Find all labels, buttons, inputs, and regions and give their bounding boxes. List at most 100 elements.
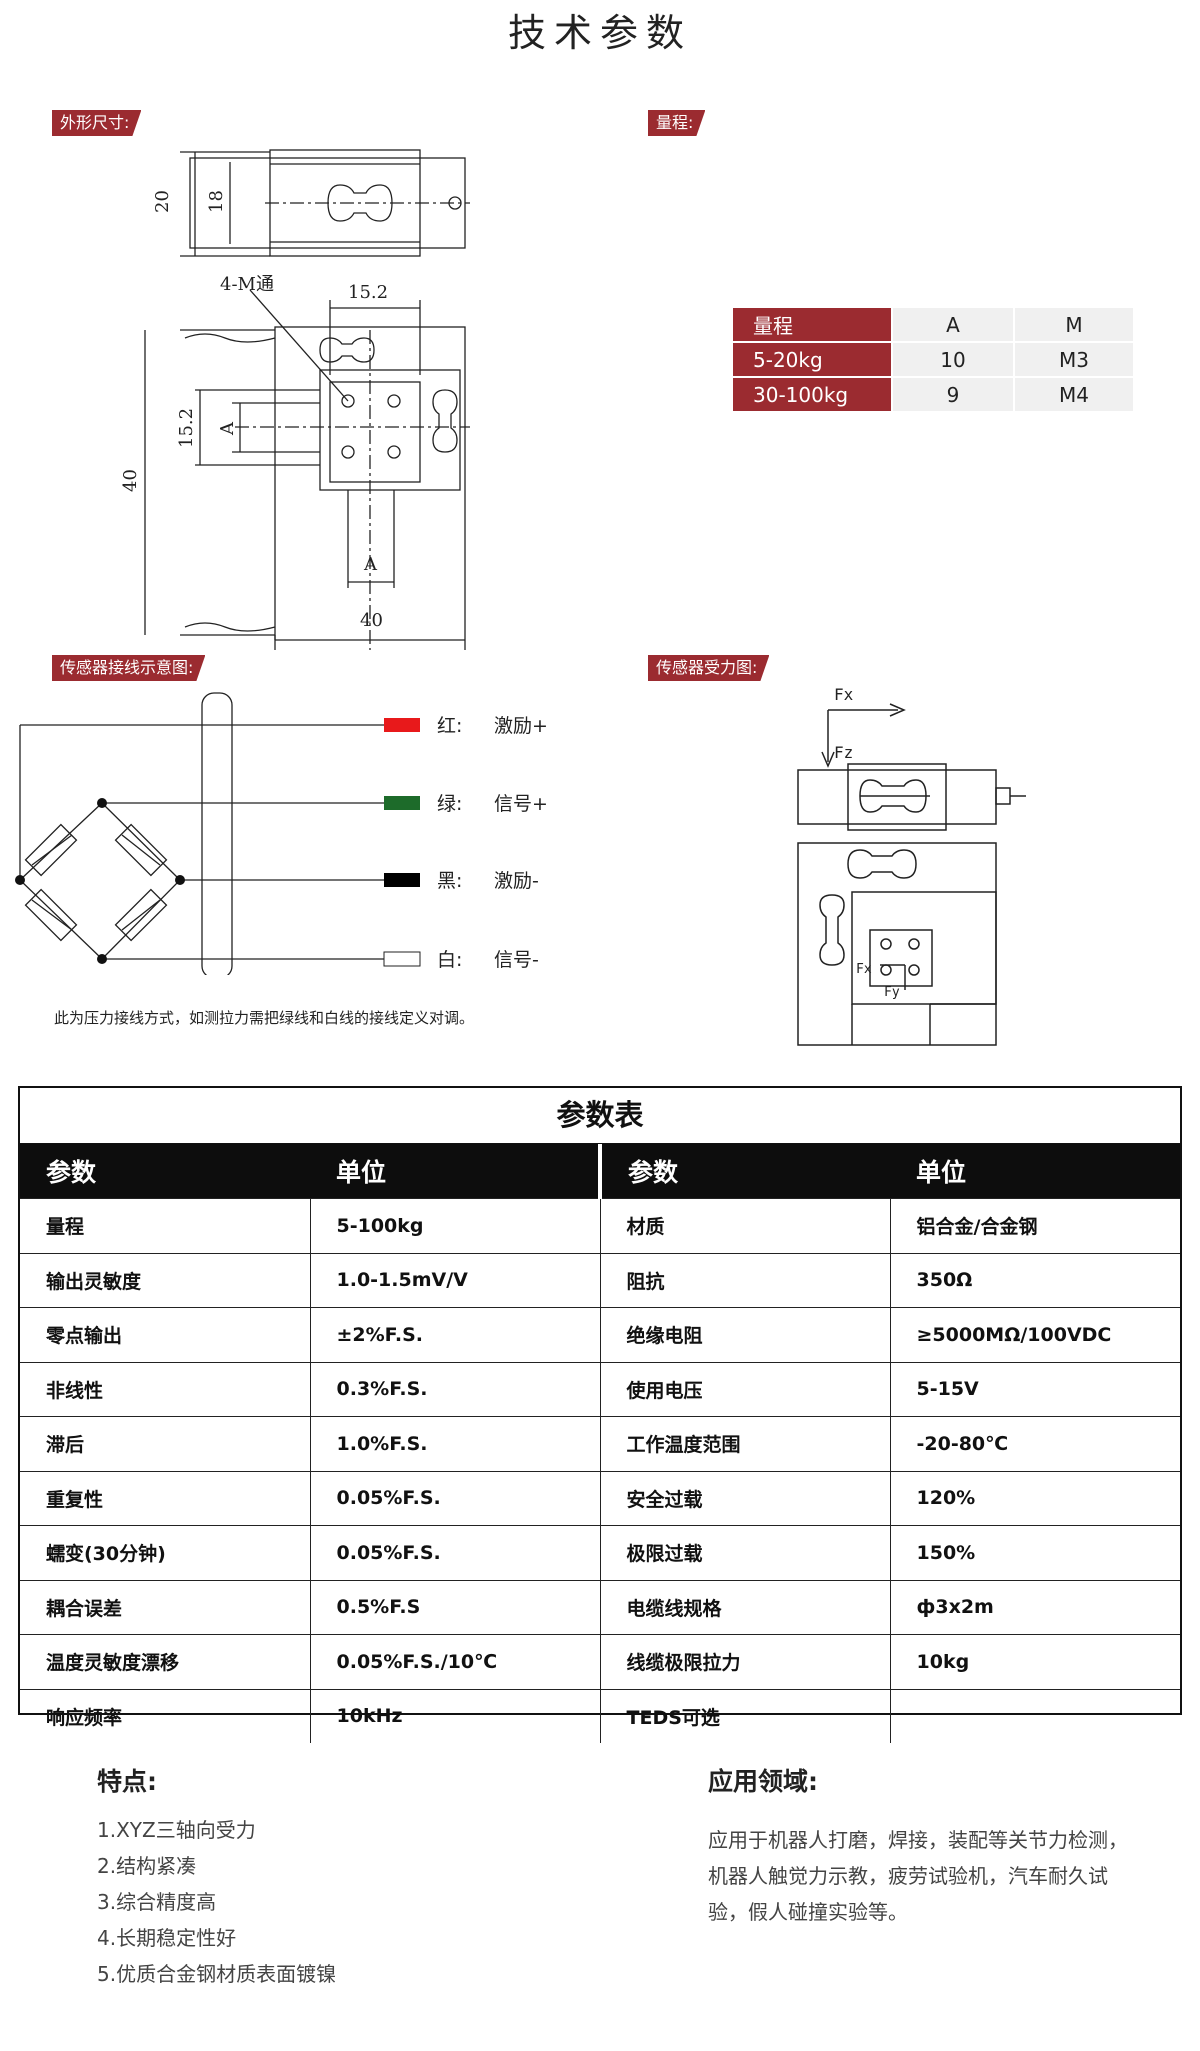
table-cell: 150% (889, 1525, 1180, 1581)
table-cell: ≥5000MΩ/100VDC (889, 1307, 1180, 1363)
dim-label-15-2-top: 15.2 (348, 282, 388, 303)
dim-label-40-bottom: 40 (360, 610, 383, 631)
range-header-cell: 量程 (733, 308, 891, 341)
range-table-row: 30-100kg 9 M4 (733, 378, 1133, 411)
wire-signal-green: 信号+ (494, 793, 548, 815)
table-cell: 材质 (599, 1198, 891, 1254)
table-cell: TEDS可选 (599, 1688, 891, 1743)
black-wire-swatch (384, 873, 420, 887)
table-cell: 0.05%F.S. (309, 1525, 601, 1581)
range-tag: 量程: (648, 110, 705, 136)
list-item: 1.XYZ三轴向受力 (97, 1818, 256, 1842)
table-cell: 绝缘电阻 (599, 1307, 891, 1363)
header-unit: 单位 (890, 1144, 1180, 1199)
application-text: 应用于机器人打磨，焊接，装配等关节力检测，机器人触觉力示教，疲劳试验机，汽车耐久… (708, 1828, 1128, 1924)
parameter-table-title: 参数表 (20, 1088, 1180, 1144)
white-wire-swatch (383, 951, 421, 967)
features-title: 特点: (97, 1767, 157, 1796)
dim-label-20: 20 (152, 190, 173, 213)
green-wire-swatch (384, 796, 420, 810)
table-cell: 5-100kg (309, 1198, 601, 1254)
force-label-fz: Fz (834, 743, 853, 762)
table-cell: 重复性 (20, 1470, 311, 1526)
range-cell: M3 (1015, 343, 1133, 376)
table-cell: 0.05%F.S./10℃ (309, 1634, 601, 1690)
table-cell: 0.5%F.S (309, 1579, 601, 1635)
table-cell: 10kHz (309, 1688, 601, 1743)
range-header-cell: A (893, 308, 1013, 341)
table-cell: 10kg (889, 1634, 1180, 1690)
table-cell: 5-15V (889, 1361, 1180, 1417)
wire-color-red: 红: (437, 715, 463, 737)
table-cell: 1.0-1.5mV/V (309, 1252, 601, 1308)
table-cell: 安全过载 (599, 1470, 891, 1526)
wiring-tag: 传感器接线示意图: (52, 655, 205, 681)
range-cell: 30-100kg (733, 378, 891, 411)
features-list: 1.XYZ三轴向受力 2.结构紧凑 3.综合精度高 4.长期稳定性好 5.优质合… (57, 1812, 336, 1992)
force-tag: 传感器受力图: (648, 655, 769, 681)
table-cell: 350Ω (889, 1252, 1180, 1308)
force-diagram: Fx Fz Fx Fy (797, 685, 1026, 1046)
wire-color-black: 黑: (437, 870, 463, 892)
range-table-header: 量程 A M (733, 308, 1133, 341)
table-cell: 响应频率 (20, 1688, 311, 1743)
list-item: 2.结构紧凑 (97, 1854, 197, 1878)
table-cell: -20-80℃ (889, 1416, 1180, 1472)
header-param: 参数 (598, 1144, 890, 1199)
wire-color-green: 绿: (437, 793, 463, 815)
table-cell: 滞后 (20, 1416, 311, 1472)
dim-label-thread: 4-M通 (220, 274, 274, 295)
table-cell: ±2%F.S. (309, 1307, 601, 1363)
table-cell: 0.05%F.S. (309, 1470, 601, 1526)
dimension-drawing: 20 18 4-M通 15.2 40 15.2 A A 40 (120, 149, 470, 650)
table-cell: 铝合金/合金钢 (889, 1198, 1180, 1254)
table-cell: 输出灵敏度 (20, 1252, 311, 1308)
parameter-table-header: 参数 单位 参数 单位 (20, 1144, 1180, 1199)
range-cell: 9 (893, 378, 1013, 411)
range-table: 量程 A M 5-20kg 10 M3 30-100kg 9 M4 (731, 306, 1135, 413)
range-cell: 10 (893, 343, 1013, 376)
table-cell: 使用电压 (599, 1361, 891, 1417)
table-cell: 温度灵敏度漂移 (20, 1634, 311, 1690)
table-cell: 0.3%F.S. (309, 1361, 601, 1417)
table-cell: 线缆极限拉力 (599, 1634, 891, 1690)
red-wire-swatch (384, 718, 420, 732)
range-cell: 5-20kg (733, 343, 891, 376)
wire-color-white: 白: (437, 949, 463, 971)
table-cell: 蠕变(30分钟) (20, 1525, 311, 1581)
table-cell: 电缆线规格 (599, 1579, 891, 1635)
table-cell (889, 1688, 1180, 1743)
dim-label-15-2-left: 15.2 (176, 408, 197, 448)
wire-signal-red: 激励+ (494, 715, 548, 737)
table-cell: 阻抗 (599, 1252, 891, 1308)
force-label-fx-side: Fx (856, 962, 872, 977)
table-cell: ф3x2m (889, 1579, 1180, 1635)
list-item: 3.综合精度高 (97, 1890, 217, 1914)
table-cell: 极限过载 (599, 1525, 891, 1581)
wire-signal-black: 激励- (494, 870, 539, 892)
dim-label-a-bottom: A (363, 554, 378, 575)
table-cell: 120% (889, 1470, 1180, 1526)
header-unit: 单位 (310, 1144, 600, 1199)
force-label-fy: Fy (884, 985, 900, 1000)
dim-label-a-left: A (217, 421, 238, 436)
list-item: 5.优质合金钢材质表面镀镍 (97, 1962, 337, 1986)
table-cell: 量程 (20, 1198, 311, 1254)
range-cell: M4 (1015, 378, 1133, 411)
range-table-row: 5-20kg 10 M3 (733, 343, 1133, 376)
wiring-diagram (15, 692, 421, 975)
header-param: 参数 (20, 1144, 310, 1199)
page-title: 技术参数 (507, 11, 692, 55)
force-label-fx-top: Fx (834, 685, 854, 704)
